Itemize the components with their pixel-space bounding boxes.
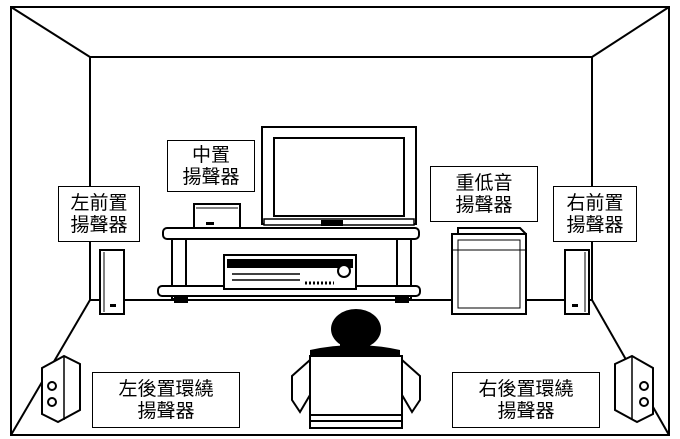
- label-front-right: 右前置 揚聲器: [553, 186, 637, 242]
- label-center: 中置 揚聲器: [167, 140, 255, 192]
- surround-right-speaker: [614, 354, 654, 424]
- label-surround-left: 左後置環繞 揚聲器: [92, 372, 240, 428]
- label-center-line1: 中置: [191, 144, 230, 166]
- label-front-left-line1: 左前置: [70, 192, 128, 214]
- wall-edge-top-right: [591, 6, 670, 58]
- label-subwoofer-line1: 重低音: [455, 172, 513, 194]
- label-surround-right: 右後置環繞 揚聲器: [452, 372, 600, 428]
- label-surround-left-line2: 揚聲器: [137, 400, 195, 422]
- label-surround-right-line1: 右後置環繞: [478, 378, 574, 400]
- label-front-right-line1: 右前置: [566, 192, 624, 214]
- label-front-left: 左前置 揚聲器: [58, 186, 140, 242]
- label-center-line2: 揚聲器: [182, 166, 240, 188]
- subwoofer: [451, 227, 527, 315]
- label-front-right-line2: 揚聲器: [566, 214, 624, 236]
- label-front-left-line2: 揚聲器: [70, 214, 128, 236]
- av-receiver: [223, 254, 357, 290]
- wall-edge-top-left: [10, 6, 91, 58]
- front-left-speaker: [99, 249, 125, 315]
- label-surround-right-line2: 揚聲器: [497, 400, 555, 422]
- armchair: [291, 355, 421, 429]
- room-outer-frame: [10, 6, 670, 436]
- listener: [291, 309, 421, 429]
- surround-left-speaker: [41, 354, 81, 424]
- label-subwoofer-line2: 揚聲器: [455, 194, 513, 216]
- television: [261, 126, 417, 226]
- front-right-speaker: [564, 249, 590, 315]
- center-speaker: [193, 203, 241, 229]
- label-subwoofer: 重低音 揚聲器: [430, 166, 538, 222]
- label-surround-left-line1: 左後置環繞: [118, 378, 214, 400]
